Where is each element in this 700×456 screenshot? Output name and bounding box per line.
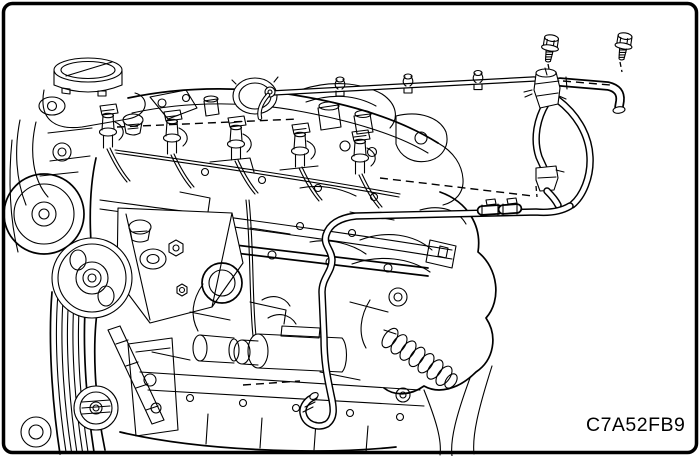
elbow-hose — [555, 76, 626, 114]
mounting-bolts — [541, 31, 635, 63]
engine-assembly — [3, 57, 497, 456]
front-cover — [32, 121, 93, 198]
fuel-return-hose — [299, 96, 594, 430]
injector — [98, 103, 131, 183]
block-detail-lines — [127, 157, 395, 437]
power-steering-pulley — [51, 237, 133, 319]
fuel-return-pipe — [257, 69, 537, 121]
injector — [350, 129, 383, 209]
dashed-leader-line — [116, 118, 299, 128]
pipe-retaining-clip — [402, 73, 414, 94]
dashed-leader-line — [535, 185, 538, 198]
tee-fitting — [523, 67, 567, 109]
belt-tensioner — [73, 325, 165, 431]
oil-filler-cap — [38, 57, 146, 136]
quick-connector — [535, 165, 565, 192]
thermostat-housing — [168, 199, 297, 364]
crank-pulley — [3, 119, 85, 255]
injector — [162, 109, 195, 189]
dashed-leader-line — [242, 380, 301, 386]
block-bolts — [185, 167, 405, 453]
starter-motor — [233, 325, 348, 373]
intake-duct — [149, 83, 448, 163]
fuel-injectors — [98, 103, 383, 209]
valve-cover — [114, 88, 464, 206]
pipe-retaining-clip — [334, 76, 346, 97]
figure-code: C7A52FB9 — [586, 414, 685, 436]
fuel-return-hose-assembly — [299, 67, 626, 430]
dashed-leader-line — [619, 61, 623, 73]
injector — [226, 115, 259, 195]
mounting-bolt-right — [612, 31, 635, 62]
dashed-leader-line — [562, 80, 611, 86]
dashed-leader-line — [379, 177, 534, 197]
mounting-bracket — [116, 207, 244, 324]
pipe-retaining-clip — [472, 69, 484, 91]
hose-clamp — [476, 198, 504, 217]
injector — [290, 122, 323, 202]
bellows-hose — [381, 327, 458, 389]
hose-clamp — [497, 197, 523, 216]
egr-turbo-housing — [351, 191, 497, 456]
mounting-bolt-left — [541, 34, 560, 63]
